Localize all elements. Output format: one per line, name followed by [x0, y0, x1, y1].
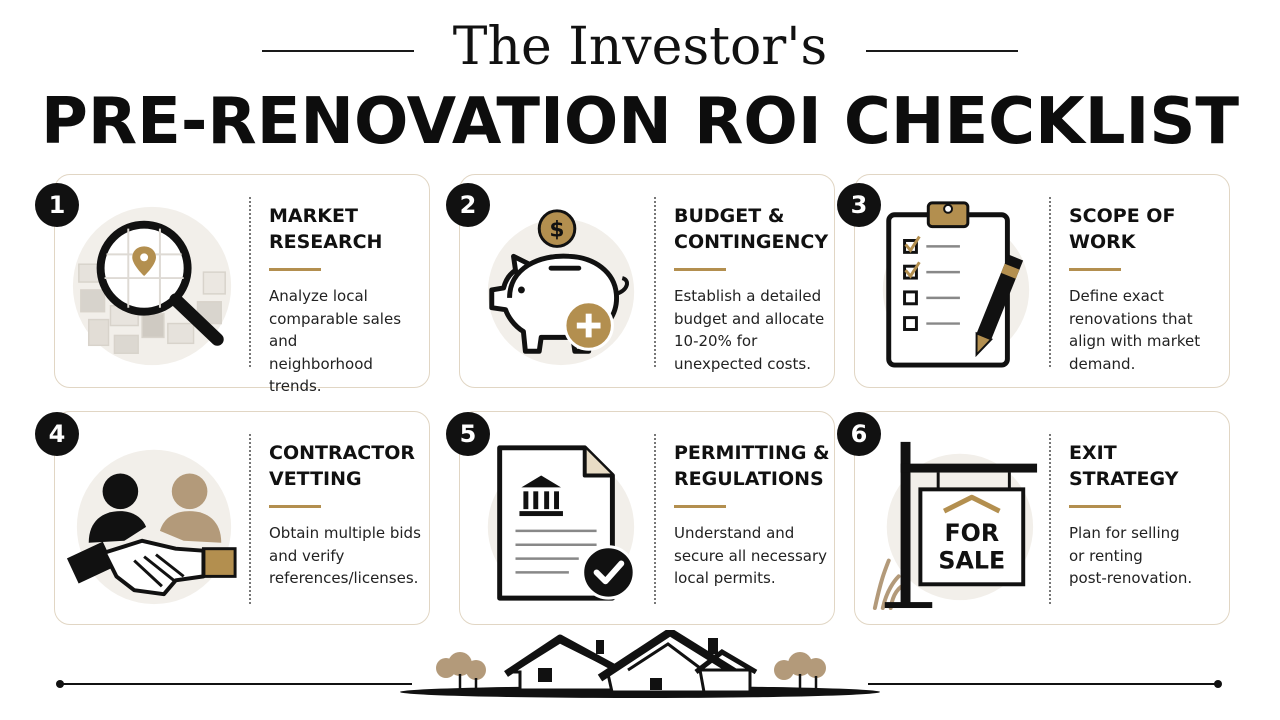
- card-title: SCOPE OF WORK: [1069, 203, 1229, 255]
- checklist-card-5: 5 PERMITTING & REGULATIONS Understand an…: [446, 411, 835, 625]
- header-rule-right: [866, 50, 1018, 52]
- handshake-icon: [66, 449, 237, 605]
- card-description-line: or renting: [1069, 546, 1143, 565]
- card-description-line: align with market: [1069, 332, 1201, 350]
- sign-text-line: FOR: [944, 519, 999, 547]
- card-title-line: STRATEGY: [1069, 468, 1179, 490]
- step-number-badge: 2: [446, 183, 490, 227]
- card-title-line: SCOPE OF: [1069, 205, 1176, 227]
- card-divider: [654, 434, 656, 604]
- step-number-badge: 6: [837, 412, 881, 456]
- card-description-line: and verify: [269, 546, 345, 565]
- card-title-line: REGULATIONS: [674, 468, 824, 490]
- card-divider: [249, 197, 251, 367]
- coin-dollar-glyph: $: [549, 218, 564, 243]
- card-description: Plan for selling or renting post-renovat…: [1069, 522, 1227, 590]
- card-description-line: Establish a detailed: [674, 287, 822, 305]
- card-description-line: renovations that: [1069, 309, 1193, 328]
- card-description-line: Analyze local: [269, 287, 368, 305]
- permit-document-icon: [487, 445, 636, 601]
- page-subtitle: The Investor's: [452, 17, 828, 77]
- step-number-badge: 5: [446, 412, 490, 456]
- step-number-badge: 1: [35, 183, 79, 227]
- card-description-line: 10-20% for: [674, 332, 758, 350]
- card-description-line: Plan for selling: [1069, 524, 1180, 542]
- card-description-line: local permits.: [674, 569, 776, 587]
- checklist-card-2: 2 $ BUDGET & CONTINGENCY Establish a det…: [446, 174, 835, 388]
- sign-text-line: SALE: [938, 546, 1005, 574]
- page-title: PRE-RENOVATION ROI CHECKLIST: [40, 85, 1240, 159]
- card-description-line: neighborhood trends.: [269, 354, 373, 396]
- for-sale-sign-icon: FOR SALE: [872, 441, 1038, 610]
- accent-rule: [674, 268, 726, 271]
- piggy-bank-icon: $: [487, 209, 635, 366]
- card-description-line: references/licenses.: [269, 569, 419, 587]
- card-description-line: Obtain multiple bids: [269, 524, 421, 542]
- card-title-line: RESEARCH: [269, 231, 383, 253]
- step-number-badge: 4: [35, 412, 79, 456]
- checklist-card-6: 6 FOR SALE EXIT STRATEGY Plan for sellin…: [837, 411, 1230, 625]
- card-description: Analyze local comparable sales and neigh…: [269, 285, 427, 398]
- card-title-line: VETTING: [269, 468, 362, 490]
- card-divider: [249, 434, 251, 604]
- card-description-line: demand.: [1069, 354, 1136, 373]
- houses-skyline-icon: [56, 630, 1222, 698]
- header-rule-left: [262, 50, 414, 52]
- card-description-line: unexpected costs.: [674, 354, 811, 373]
- card-description-line: Understand and: [674, 524, 795, 542]
- card-description: Define exact renovations that align with…: [1069, 285, 1227, 375]
- step-number-badge: 3: [837, 183, 881, 227]
- magnifier-map-icon: [72, 206, 232, 366]
- card-title: PERMITTING & REGULATIONS: [674, 440, 834, 492]
- checklist-card-1: 1 MARKET RESEARCH Analyze local comparab…: [35, 174, 430, 395]
- card-title-line: WORK: [1069, 231, 1136, 253]
- card-title: EXIT STRATEGY: [1069, 440, 1229, 492]
- clipboard-checklist-icon: [882, 201, 1030, 368]
- accent-rule: [1069, 268, 1121, 271]
- card-description: Establish a detailed budget and allocate…: [674, 285, 832, 375]
- card-description: Understand and secure all necessary loca…: [674, 522, 832, 590]
- card-title: MARKET RESEARCH: [269, 203, 429, 255]
- accent-rule: [674, 505, 726, 508]
- card-title: BUDGET & CONTINGENCY: [674, 203, 834, 255]
- accent-rule: [269, 505, 321, 508]
- card-title-line: MARKET: [269, 205, 358, 227]
- accent-rule: [269, 268, 321, 271]
- card-description-line: secure all necessary: [674, 546, 828, 565]
- card-description-line: comparable sales and: [269, 309, 402, 351]
- card-title-line: BUDGET &: [674, 205, 785, 227]
- checklist-card-3: 3 SCOPE OF WORK: [837, 174, 1230, 388]
- card-description-line: budget and allocate: [674, 309, 825, 328]
- card-description: Obtain multiple bids and verify referenc…: [269, 522, 427, 590]
- card-title-line: PERMITTING &: [674, 442, 830, 464]
- card-title-line: EXIT: [1069, 442, 1117, 464]
- card-title-line: CONTRACTOR: [269, 442, 415, 464]
- card-divider: [1049, 434, 1051, 604]
- card-description-line: post-renovation.: [1069, 569, 1193, 587]
- card-description-line: Define exact: [1069, 287, 1164, 305]
- checklist-card-4: 4 CONTRACTOR VETTING Obtain multiple bid…: [35, 411, 430, 625]
- accent-rule: [1069, 505, 1121, 508]
- card-title-line: CONTINGENCY: [674, 231, 829, 253]
- card-title: CONTRACTOR VETTING: [269, 440, 429, 492]
- card-divider: [1049, 197, 1051, 367]
- card-divider: [654, 197, 656, 367]
